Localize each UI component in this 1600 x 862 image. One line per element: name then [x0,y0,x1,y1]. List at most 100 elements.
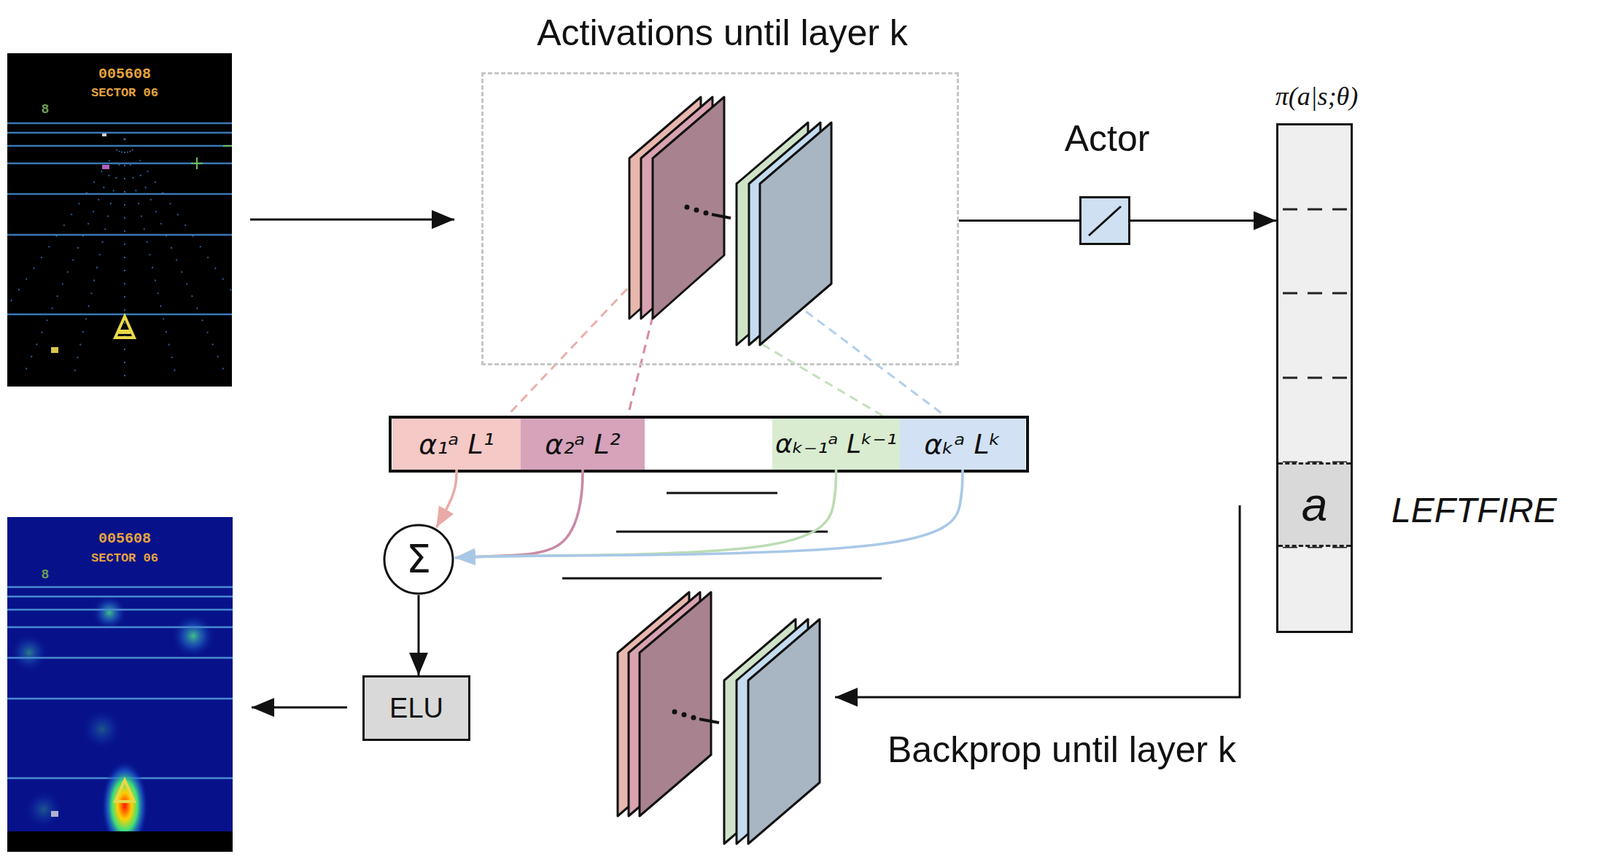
saliency-map-frame [51,810,59,817]
saliency-map-frame [7,831,233,852]
input-game-frame [118,329,131,335]
layer-slab [617,592,820,844]
policy-heading: π(a|s;θ) [1234,80,1399,113]
policy-arrow [1130,219,1277,222]
input-game-frame [21,138,125,380]
saliency-map-frame [7,608,233,612]
term-to-sum-arrow [455,469,837,558]
linear-layer-symbol [1081,198,1129,243]
vector-separator [1278,377,1351,380]
backprop-note: Backprop until layer k [887,731,1237,768]
vector-separator [1278,208,1351,211]
saliency-map-frame [7,626,233,629]
layer-slab [639,592,712,817]
ellipsis-dots [711,214,731,219]
vector-separator [1278,292,1351,295]
term-text: α₂ᵃ L² [544,430,621,458]
saliency-map-frame [171,614,216,658]
saliency-map-frame [91,595,127,631]
layer-leader-line [749,336,888,419]
input-game-frame [7,122,232,125]
sum-node: Σ [382,523,455,596]
ellipsis-dots [703,210,709,216]
actor-link [958,219,1080,222]
term-to-sum-arrow [436,469,457,528]
term-to-sum-arrow [455,469,963,558]
flow-arrow [251,706,348,709]
saliency-map-frame [7,587,233,779]
saliency-map-frame [24,790,63,829]
input-game-frame [7,234,232,237]
policy-vector: π(a|s;θ)a [1276,123,1353,633]
input-game-frame [7,193,232,196]
saliency-map-frame [7,517,233,852]
elu-box: ELU [362,675,471,741]
score-text: 005608 [98,531,151,547]
saliency-map-frame [7,517,233,852]
sum-to-elu-arrow [417,595,421,676]
flow-arrow [250,218,455,221]
lives-text: 8 [41,568,50,582]
input-game-frame [223,145,232,147]
selected-action-cell: a [1278,462,1351,547]
input-game-frame [7,313,232,316]
actor-heading: Actor [1034,116,1180,161]
input-game-frame [102,133,107,137]
ellipsis-dots [691,715,697,721]
flow-arrow [835,505,1240,698]
input-game-frame [7,138,125,380]
input-game-frame [7,162,232,165]
lives-text: 8 [41,102,50,116]
score-text: 005608 [98,67,151,82]
layer-leader-line [490,288,628,434]
activation-group-box: Activations until layer k [481,72,959,366]
vector-separators [1278,125,1351,631]
connector-group [418,220,1277,677]
weighted-layer-term: αₖᵃ Lᵏ [899,418,1026,470]
ellipsis-dots [681,712,687,718]
group-heading: Activations until layer k [410,7,1035,59]
input-game-frame [72,138,125,380]
input-game-frame [124,138,228,380]
term-strip [390,417,1028,472]
saliency-map-frame [115,780,135,802]
input-game-frame [7,145,232,148]
input-game-frame [196,157,198,170]
sector-text: SECTOR 06 [91,552,159,565]
saliency-map-frame [7,586,233,589]
action-symbol: a [1301,481,1328,528]
activation-name: ELU [389,694,444,722]
input-game-frame [7,123,232,315]
term-text: αₖ₋₁ᵃ Lᵏ⁻¹ [775,430,897,458]
input-game-frame [51,347,59,353]
sum-symbol: Σ [406,539,431,580]
saliency-map-frame [7,595,233,598]
term-text: αₖᵃ Lᵏ [923,430,1002,458]
circle-outline [384,525,453,594]
input-game-frame [7,131,232,135]
input-game-frame [102,164,110,170]
input-game-frame [124,138,232,380]
saliency-map-frame [7,657,233,660]
ellipsis-dots [684,204,732,219]
fraction-bar [562,577,882,580]
saliency-map-frame [81,708,123,750]
ellipsis-dots [672,709,720,724]
sector-text: SECTOR 06 [91,86,159,100]
layer-slab [629,96,832,345]
action-name: LEFTFIRE [1391,492,1557,528]
input-game-frame [7,53,232,387]
term-strip [390,417,1028,472]
term-to-sum-arrow [455,469,583,558]
fraction-bar [666,492,778,495]
layer-slab [652,96,725,319]
saliency-map-frame [7,697,233,701]
ellipsis-dots [684,204,690,211]
actor-box: Actor [1079,196,1131,246]
linear-layer-symbol [1088,206,1121,236]
ellipsis-dots [672,709,678,715]
layer-slab [748,619,820,844]
weighted-layer-term: α₁ᵃ L¹ [392,418,521,470]
